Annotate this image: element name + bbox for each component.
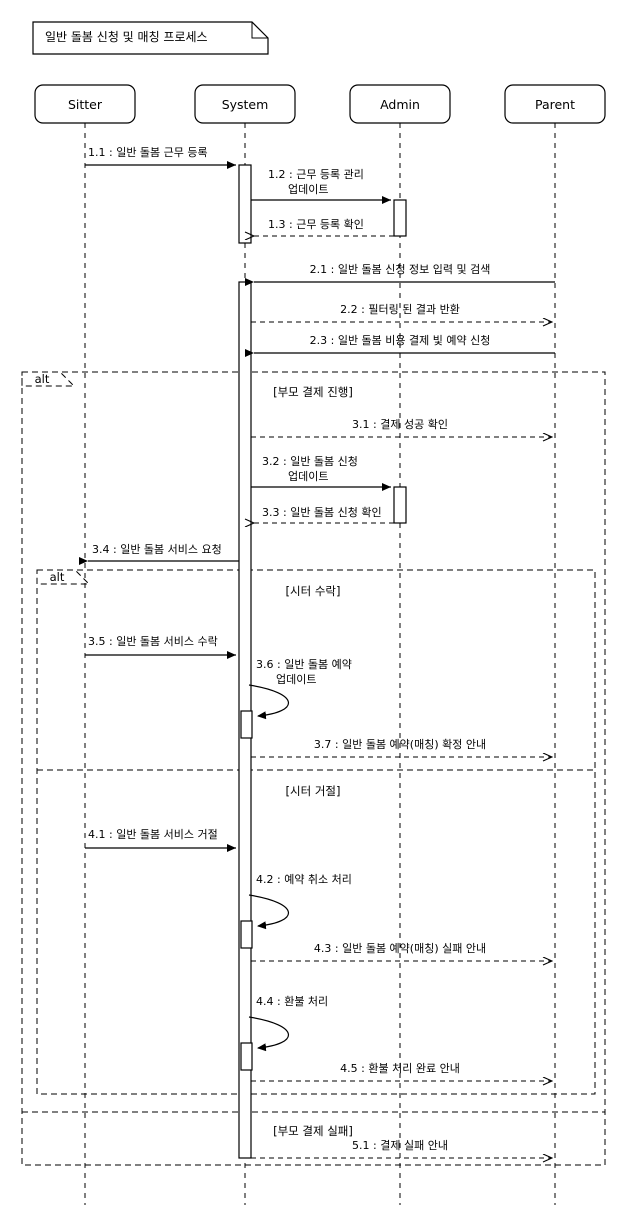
message-3-1: 3.1 : 결제 성공 확인 [251, 418, 552, 437]
message-1-3-label: 1.3 : 근무 등록 확인 [268, 218, 364, 231]
fragment-alt-inner-guard-1: [시터 수락] [286, 584, 341, 598]
message-2-2: 2.2 : 필터링 된 결과 반환 [251, 303, 552, 322]
message-4-4: 4.4 : 환불 처리 [248, 995, 328, 1052]
message-2-2-label: 2.2 : 필터링 된 결과 반환 [340, 303, 460, 316]
message-3-4: 3.4 : 일반 돌봄 서비스 요청 [79, 542, 239, 565]
activation-system-1 [238, 164, 252, 244]
message-4-1-label: 4.1 : 일반 돌봄 서비스 거절 [88, 827, 218, 841]
message-4-2-self-arrow [248, 894, 289, 930]
lifeline-parent[interactable]: Parent [504, 84, 606, 1205]
message-3-1-label: 3.1 : 결제 성공 확인 [352, 418, 448, 431]
message-3-6-self-arrow [248, 684, 289, 720]
message-1-2: 1.2 : 근무 등록 관리 업데이트 [251, 168, 391, 204]
message-4-2: 4.2 : 예약 취소 처리 [248, 872, 352, 930]
lifeline-label-admin: Admin [380, 97, 420, 112]
fragment-alt-outer-tab [21, 371, 76, 387]
fragment-alt-outer-border [21, 371, 606, 1166]
message-3-2-label: 3.2 : 일반 돌봄 신청 [262, 454, 358, 468]
message-2-3-label: 2.3 : 일반 돌봄 비용 결제 빛 예약 신청 [310, 333, 491, 347]
message-3-6: 3.6 : 일반 돌봄 예약 업데이트 [248, 657, 352, 720]
message-4-3: 4.3 : 일반 돌봄 예약(매칭) 실패 안내 [251, 941, 552, 961]
fragment-alt-outer: alt [부모 결제 진행] [부모 결제 실패] [21, 371, 606, 1166]
message-3-2: 3.2 : 일반 돌봄 신청 업데이트 [251, 454, 391, 491]
fragment-alt-inner-tab [36, 569, 91, 585]
activation-system-self-2 [240, 920, 253, 949]
message-4-2-label: 4.2 : 예약 취소 처리 [256, 872, 352, 886]
fragment-alt-inner-guard-2: [시터 거절] [286, 784, 341, 798]
activation-system-self-3 [240, 1042, 253, 1071]
message-4-5-label: 4.5 : 환불 처리 완료 안내 [340, 1062, 460, 1075]
fragment-alt-outer-operator: alt [35, 372, 50, 386]
message-3-3-label: 3.3 : 일반 돌봄 신청 확인 [262, 505, 382, 519]
message-3-3: 3.3 : 일반 돌봄 신청 확인 [254, 505, 394, 523]
lifeline-label-sitter: Sitter [68, 97, 103, 112]
message-3-2-label-line2: 업데이트 [288, 470, 328, 483]
message-4-4-label: 4.4 : 환불 처리 [256, 995, 328, 1008]
message-3-7-label: 3.7 : 일반 돌봄 예약(매칭) 확정 안내 [314, 737, 486, 751]
message-3-5-label: 3.5 : 일반 돌봄 서비스 수락 [88, 634, 218, 648]
activation-system-self-1 [240, 710, 253, 739]
fragment-alt-inner-operator: alt [50, 570, 65, 584]
message-4-5: 4.5 : 환불 처리 완료 안내 [251, 1062, 552, 1081]
message-2-1-label: 2.1 : 일반 돌봄 신청 정보 입력 및 검색 [310, 262, 491, 276]
message-1-2-label: 1.2 : 근무 등록 관리 [268, 168, 364, 181]
message-3-5: 3.5 : 일반 돌봄 서비스 수락 [85, 634, 236, 659]
message-2-3: 2.3 : 일반 돌봄 비용 결제 빛 예약 신청 [245, 333, 555, 357]
fragment-alt-inner: alt [시터 수락] [시터 거절] [36, 569, 596, 1095]
diagram-title-text: 일반 돌봄 신청 및 매칭 프로세스 [45, 30, 208, 44]
message-3-7: 3.7 : 일반 돌봄 예약(매칭) 확정 안내 [251, 737, 552, 757]
lifeline-label-parent: Parent [535, 97, 575, 112]
message-5-1-label: 5.1 : 결제 실패 안내 [352, 1139, 448, 1152]
message-3-4-label: 3.4 : 일반 돌봄 서비스 요청 [92, 542, 222, 556]
lifeline-sitter[interactable]: Sitter [34, 84, 136, 1205]
message-1-1-label: 1.1 : 일반 돌봄 근무 등록 [88, 145, 208, 159]
message-5-1: 5.1 : 결제 실패 안내 [251, 1139, 552, 1158]
message-4-1: 4.1 : 일반 돌봄 서비스 거절 [85, 827, 236, 852]
message-4-3-label: 4.3 : 일반 돌봄 예약(매칭) 실패 안내 [314, 941, 486, 955]
diagram-title-note: 일반 돌봄 신청 및 매칭 프로세스 [32, 21, 269, 55]
message-1-2-label-line2: 업데이트 [288, 183, 328, 196]
fragment-alt-inner-border [36, 569, 596, 1095]
lifeline-label-system: System [222, 97, 269, 112]
fragment-alt-outer-guard-1: [부모 결제 진행] [273, 385, 353, 399]
fragment-alt-outer-guard-2: [부모 결제 실패] [273, 1124, 353, 1138]
message-1-3: 1.3 : 근무 등록 확인 [254, 218, 394, 236]
activation-admin-2 [393, 486, 407, 524]
message-3-6-label: 3.6 : 일반 돌봄 예약 [256, 657, 352, 671]
message-4-4-self-arrow [248, 1016, 289, 1052]
message-1-1: 1.1 : 일반 돌봄 근무 등록 [85, 145, 236, 169]
activation-admin-1 [393, 199, 407, 237]
lifeline-admin[interactable]: Admin [349, 84, 451, 1205]
message-3-6-label-line2: 업데이트 [276, 673, 316, 686]
message-2-1: 2.1 : 일반 돌봄 신청 정보 입력 및 검색 [245, 262, 555, 286]
